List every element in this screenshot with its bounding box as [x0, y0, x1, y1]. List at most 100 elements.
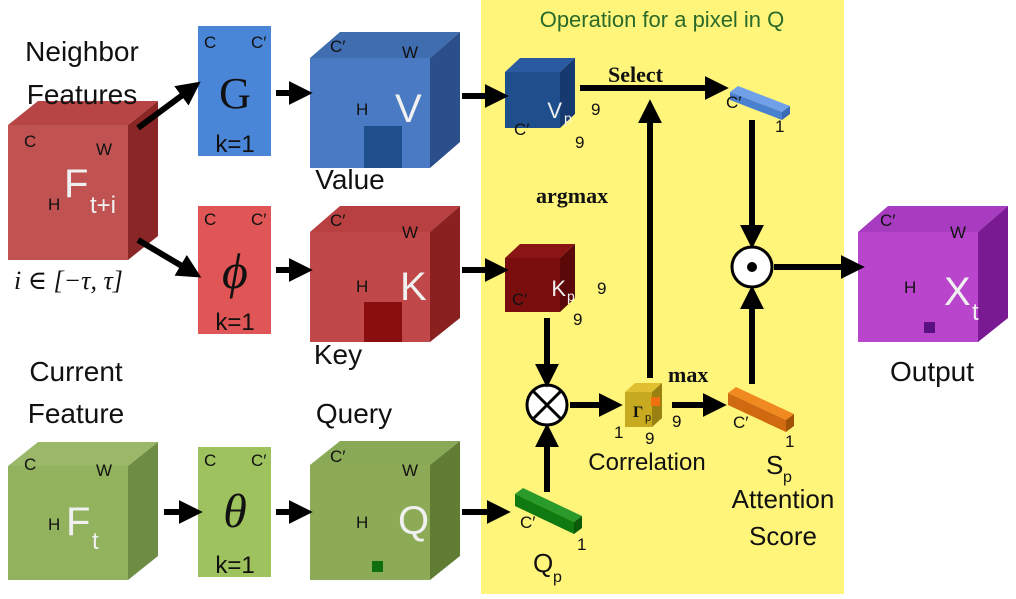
panel-title: Operation for a pixel in Q	[540, 7, 785, 32]
arrow-f-to-g	[136, 81, 201, 131]
ft-i-sub: t+i	[90, 192, 116, 219]
key-cube	[310, 206, 460, 342]
sp-main: S	[766, 450, 783, 480]
phi-k: k=1	[215, 309, 254, 336]
kp-dim-9b: 9	[573, 310, 582, 329]
max-label: max	[668, 362, 708, 387]
phi-conv-box	[198, 206, 271, 334]
sp-dim-cp: C′	[733, 413, 748, 432]
rp-dim-1: 1	[614, 423, 623, 442]
index-range: i ∈ [−τ, τ]	[14, 266, 123, 295]
vp-main: V	[547, 98, 562, 123]
sel-dim-cp: C′	[726, 93, 741, 112]
ft-dim-c: C	[24, 455, 36, 474]
qp-dim-cp: C′	[520, 513, 535, 532]
hadamard-operator	[730, 245, 774, 289]
theta-k: k=1	[215, 552, 254, 579]
value-label: Value	[315, 164, 385, 195]
q-main: Q	[398, 499, 429, 543]
ft-i-main: F	[64, 162, 88, 206]
correlation-label: Correlation	[588, 449, 705, 476]
ft-main: F	[66, 500, 90, 544]
vp-dim-9a: 9	[591, 100, 600, 119]
kp-sub: p	[567, 288, 575, 304]
k-dim-h: H	[356, 277, 368, 296]
sp-sub: p	[783, 469, 792, 486]
multiply-operator	[525, 383, 569, 427]
ft-i-dim-w: W	[96, 140, 112, 159]
theta-dim-c: C	[204, 451, 216, 470]
vp-dim-cp: C′	[514, 120, 529, 139]
current-label-2: Feature	[28, 398, 125, 429]
qp-sub: p	[553, 569, 562, 586]
g-symbol: G	[219, 69, 251, 118]
v-dim-w: W	[402, 43, 418, 62]
xt-main: X	[944, 270, 971, 314]
ft-sub: t	[92, 528, 99, 555]
kp-main: K	[551, 276, 566, 301]
selected-bar	[730, 86, 790, 120]
q-dim-h: H	[356, 513, 368, 532]
qp-dim-1: 1	[577, 535, 586, 554]
v-main: V	[395, 87, 422, 131]
key-label: Key	[314, 339, 362, 370]
correlation-patch	[625, 383, 662, 427]
phi-dim-cp: C′	[251, 210, 266, 229]
vp-dim-9b: 9	[575, 133, 584, 152]
sp-dim-1: 1	[785, 432, 794, 451]
xt-dim-cp: C′	[880, 211, 895, 230]
output-label: Output	[890, 356, 974, 387]
sel-dim-1: 1	[775, 117, 784, 136]
xt-dim-w: W	[950, 223, 966, 242]
g-dim-cp: C′	[251, 33, 266, 52]
neighbor-label-2: Features	[27, 79, 138, 110]
rp-dim-9a: 9	[645, 429, 654, 448]
theta-dim-cp: C′	[251, 451, 266, 470]
sp-bar	[728, 387, 794, 432]
current-feature-cube	[8, 442, 158, 580]
g-dim-c: C	[204, 33, 216, 52]
v-dim-h: H	[356, 100, 368, 119]
qp-main: Q	[533, 548, 553, 578]
ft-dim-w: W	[96, 461, 112, 480]
phi-symbol: ϕ	[222, 243, 248, 299]
neighbor-feature-cube	[8, 101, 158, 260]
query-pixel	[372, 561, 383, 572]
theta-conv-box	[198, 447, 271, 577]
kp-dim-cp: C′	[512, 290, 527, 309]
arrows	[136, 76, 865, 524]
query-cube	[310, 441, 460, 580]
arrow-f-to-phi	[136, 237, 202, 278]
current-label-1: Current	[29, 356, 123, 387]
rp-main: Γ	[633, 404, 643, 421]
ft-i-dim-h: H	[48, 195, 60, 214]
attention-label-2: Score	[749, 521, 817, 551]
phi-dim-c: C	[204, 210, 216, 229]
v-dim-cp: C′	[330, 37, 345, 56]
argmax-label: argmax	[536, 183, 608, 208]
select-label: Select	[608, 62, 664, 87]
attention-label-1: Attention	[732, 484, 835, 514]
key-pixel-patch	[364, 302, 402, 342]
g-k: k=1	[215, 131, 254, 158]
qp-bar	[515, 488, 582, 534]
query-label: Query	[316, 398, 392, 429]
value-cube	[310, 32, 460, 168]
k-dim-cp: C′	[330, 211, 345, 230]
output-pixel	[924, 322, 935, 333]
output-cube	[858, 206, 1008, 342]
rp-sub: p	[645, 412, 651, 424]
theta-symbol: θ	[223, 485, 247, 538]
k-dim-w: W	[402, 223, 418, 242]
q-dim-w: W	[402, 461, 418, 480]
xt-dim-h: H	[904, 278, 916, 297]
xt-sub: t	[972, 299, 979, 326]
vp-sub: p	[564, 110, 572, 126]
ft-i-dim-c: C	[24, 132, 36, 151]
value-pixel-patch	[364, 126, 402, 168]
ft-dim-h: H	[48, 515, 60, 534]
vp-patch	[505, 58, 575, 128]
neighbor-label-1: Neighbor	[25, 36, 139, 67]
